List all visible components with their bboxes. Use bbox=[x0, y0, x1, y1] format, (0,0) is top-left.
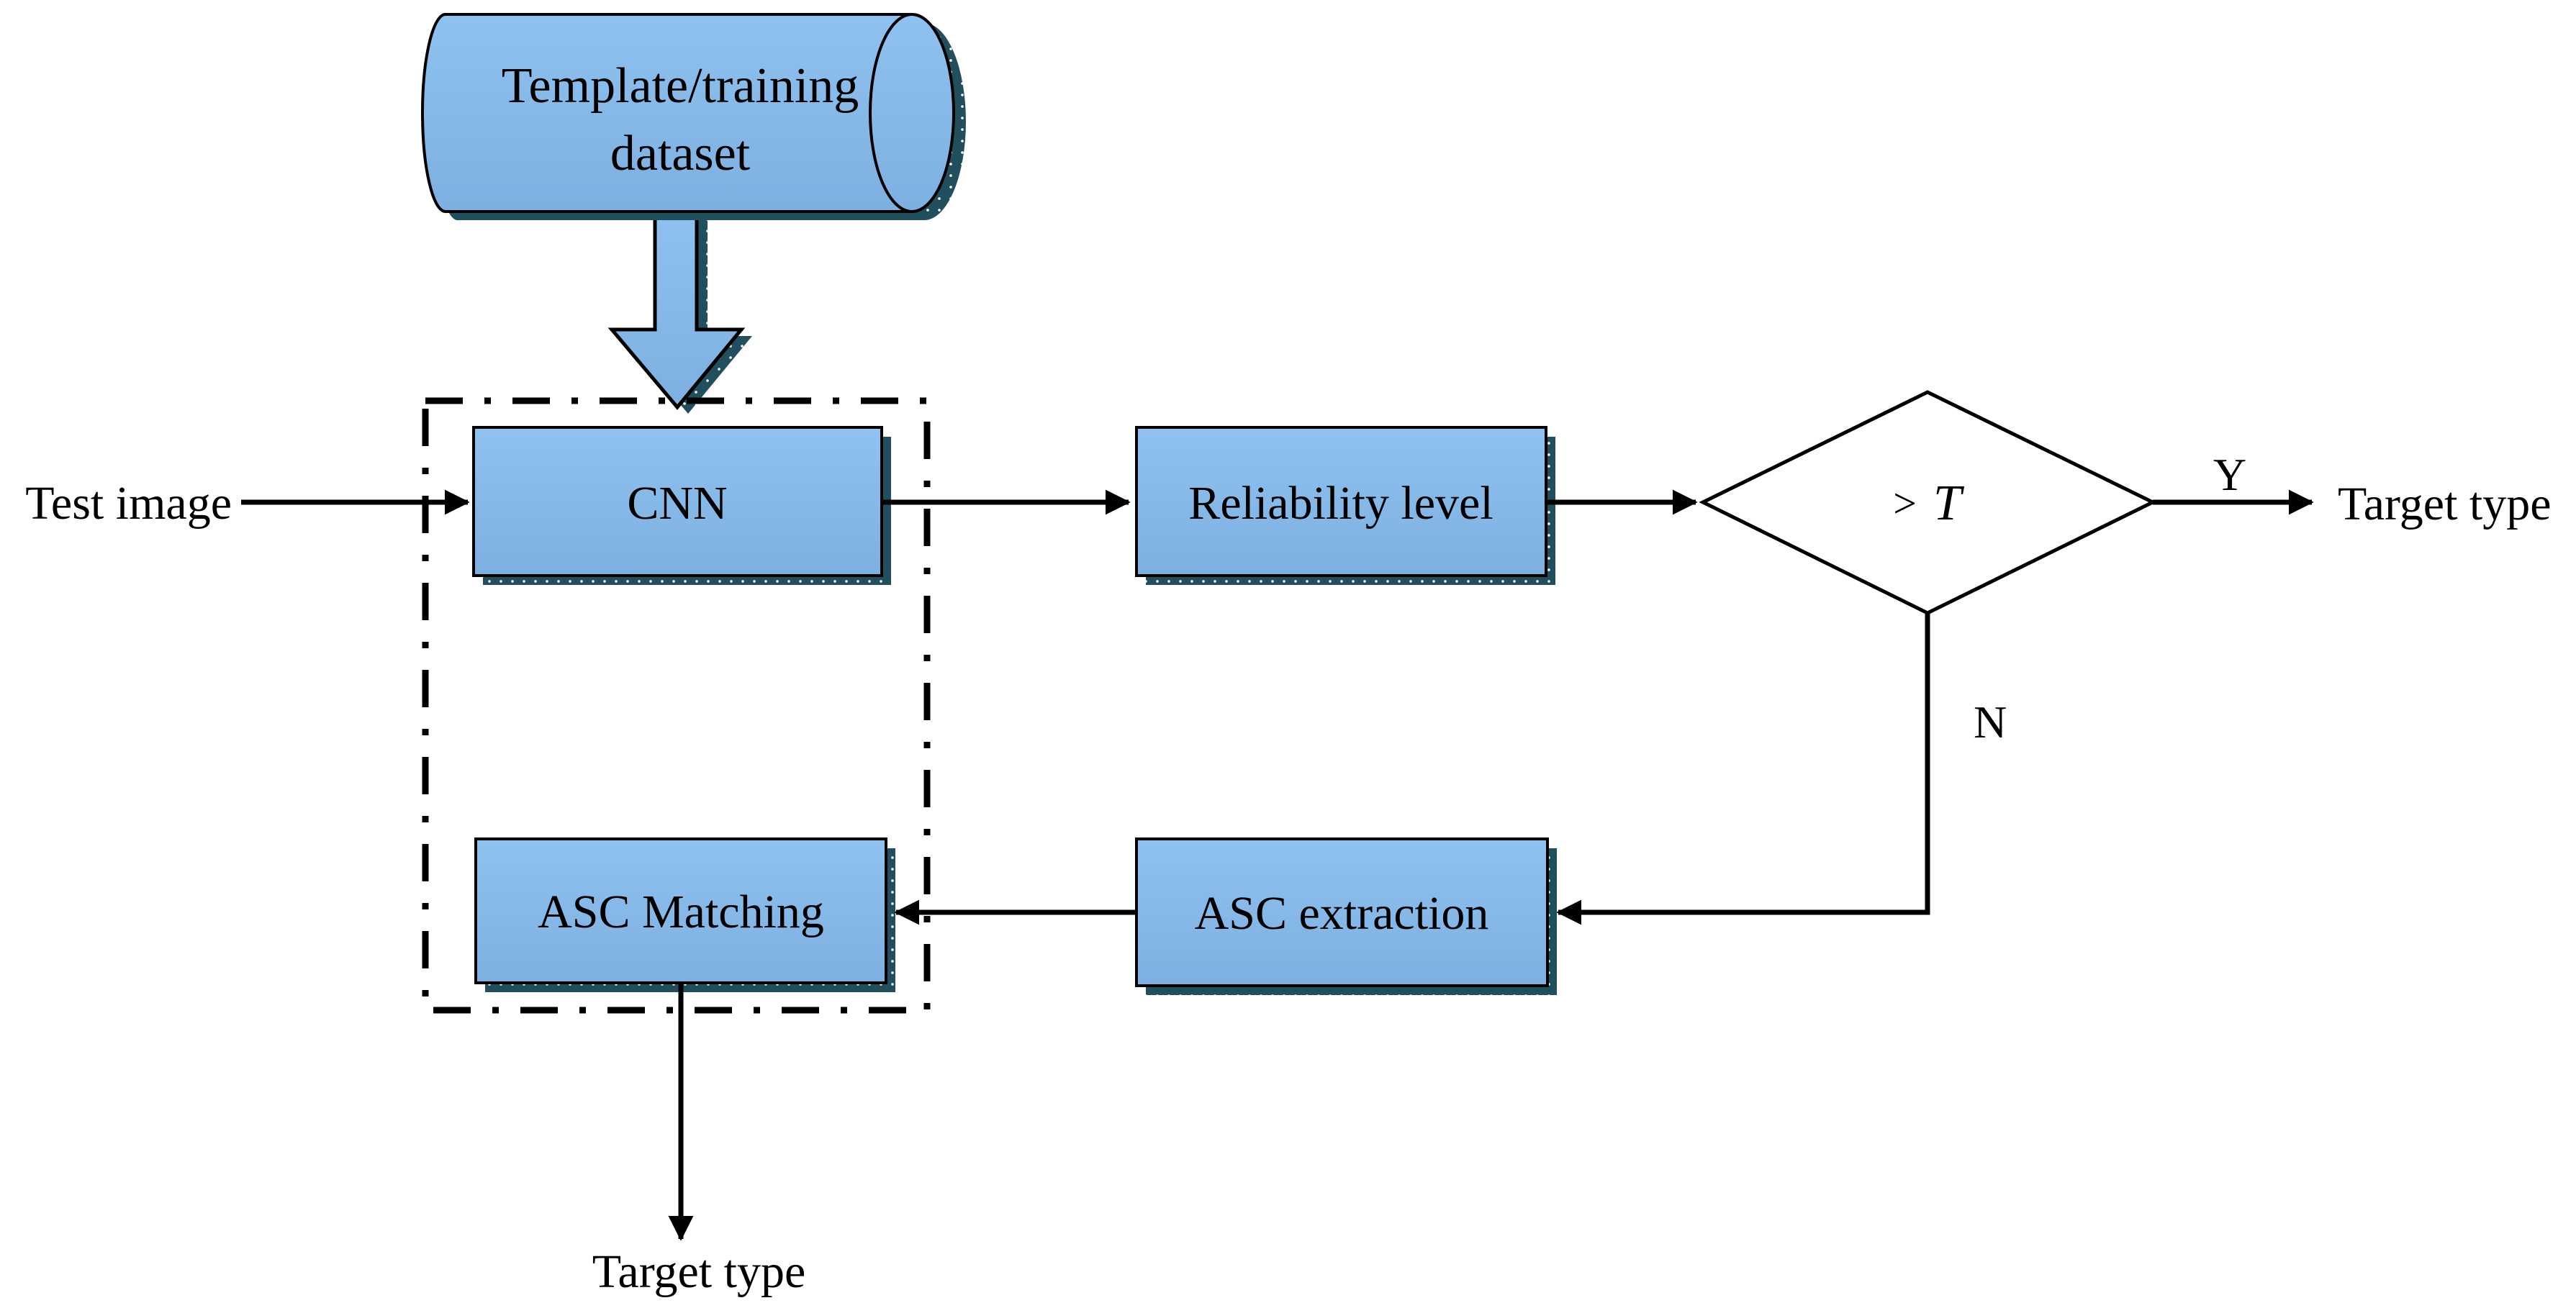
cnn-label: CNN bbox=[627, 477, 727, 530]
dataset-cylinder-group bbox=[420, 13, 966, 221]
asc-extraction-box-group bbox=[1135, 837, 1557, 995]
decision-yes-label: Y bbox=[2213, 449, 2246, 500]
dataset-block-arrow bbox=[607, 208, 752, 414]
target-type-bottom-label: Target type bbox=[592, 1245, 806, 1298]
dataset-cylinder-cap-edge bbox=[869, 13, 913, 213]
dataset-label-line2: dataset bbox=[610, 126, 751, 181]
cnn-box-group bbox=[472, 426, 891, 585]
test-image-label: Test image bbox=[25, 477, 232, 530]
cnn-box bbox=[472, 426, 883, 577]
asc-extraction-label: ASC extraction bbox=[1195, 887, 1489, 940]
target-type-right-label: Target type bbox=[2338, 478, 2552, 530]
asc-matching-box-group bbox=[474, 837, 895, 992]
connector-decision-no-to-asc-extraction bbox=[1556, 613, 1930, 925]
asc-matching-label: ASC Matching bbox=[538, 886, 824, 938]
dataset-label-line1: Template/training bbox=[502, 58, 859, 114]
labels: Template/training dataset Test image CNN… bbox=[25, 58, 2551, 1298]
asc-extraction-box bbox=[1135, 837, 1549, 987]
decision-operator-label: > bbox=[1893, 480, 1917, 527]
connectors bbox=[241, 489, 2314, 1241]
reliability-label: Reliability level bbox=[1188, 477, 1493, 530]
asc-matching-box bbox=[474, 837, 887, 984]
decision-threshold-label: T bbox=[1933, 476, 1965, 531]
block-arrow-down-icon bbox=[607, 208, 746, 410]
cnn-module-dashed-border bbox=[422, 397, 931, 1014]
decision-no-label: N bbox=[1974, 696, 2007, 748]
